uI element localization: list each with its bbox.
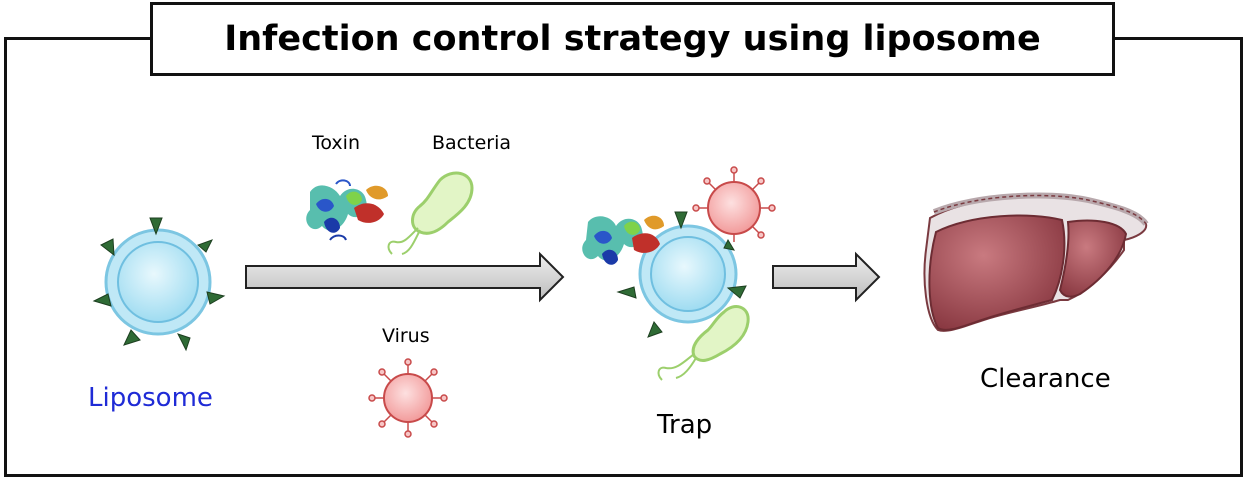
liver-icon [923,192,1149,332]
bacteria-captured-icon [657,305,750,381]
bacteria-label: Bacteria [432,132,511,154]
liposome-label: Liposome [88,383,213,413]
arrow-short [772,251,881,303]
bacteria-icon [387,171,474,255]
toxin-label: Toxin [312,132,360,154]
liposome-trap [616,211,747,338]
virus-captured-icon [692,166,776,242]
clearance-label: Clearance [980,364,1111,394]
toxin-protein-icon [306,179,388,241]
toxin-captured-icon [582,215,664,265]
virus-icon [368,358,448,438]
diagram-title: Infection control strategy using liposom… [224,19,1041,59]
liposome-left [92,217,226,352]
trap-label: Trap [657,410,713,440]
virus-label: Virus [382,325,430,347]
title-box: Infection control strategy using liposom… [150,2,1115,76]
arrow-long [245,251,565,303]
